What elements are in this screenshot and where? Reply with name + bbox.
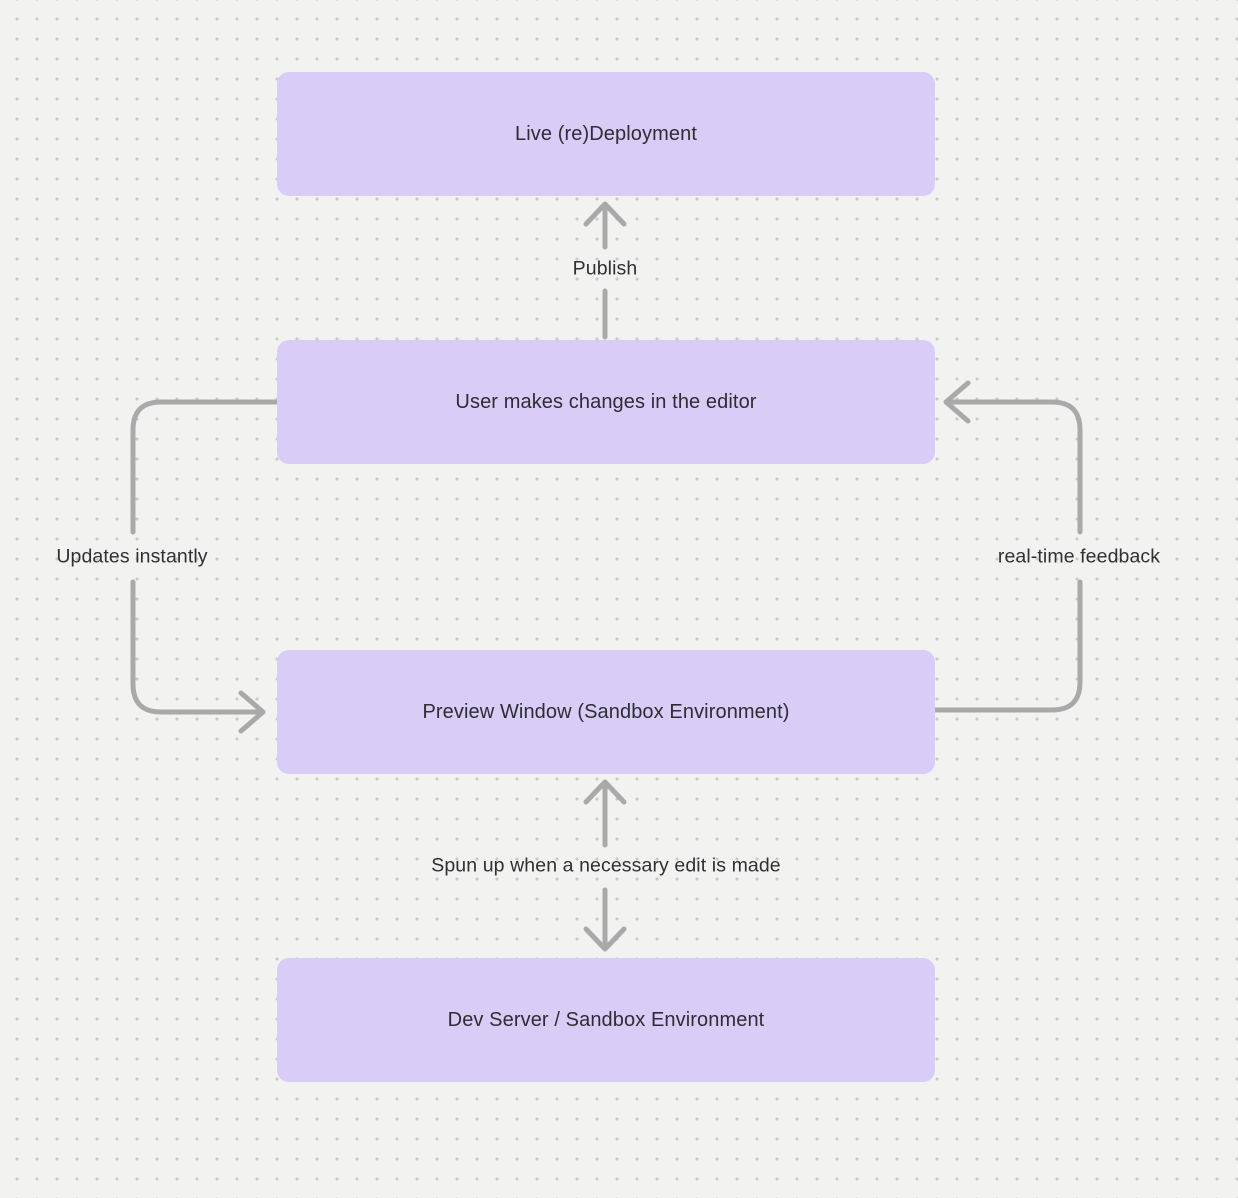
publish-arrow-up-segment (583, 201, 627, 250)
edge-label-updates-instantly: Updates instantly (56, 545, 208, 568)
feedback-curve-lower-segment (932, 579, 1083, 713)
edge-label-real-time-feedback: real-time feedback (997, 545, 1161, 568)
node-dev-server[interactable]: Dev Server / Sandbox Environment (277, 958, 935, 1082)
node-user-editor[interactable]: User makes changes in the editor (277, 340, 935, 464)
updates-curve-upper-segment (130, 399, 280, 535)
feedback-curve-upper-arrow (943, 380, 1083, 535)
node-label: Preview Window (Sandbox Environment) (422, 700, 790, 723)
edge-label-spun-up: Spun up when a necessary edit is made (431, 854, 781, 877)
spun-up-arrow-up-segment (583, 779, 627, 848)
edge-label-publish: Publish (572, 257, 638, 280)
node-label: User makes changes in the editor (455, 390, 757, 413)
node-preview-window[interactable]: Preview Window (Sandbox Environment) (277, 650, 935, 774)
spun-up-arrow-down-segment (583, 887, 627, 952)
updates-curve-lower-arrow (130, 579, 266, 734)
node-label: Live (re)Deployment (515, 122, 697, 145)
node-label: Dev Server / Sandbox Environment (447, 1008, 765, 1031)
node-live-deployment[interactable]: Live (re)Deployment (277, 72, 935, 196)
